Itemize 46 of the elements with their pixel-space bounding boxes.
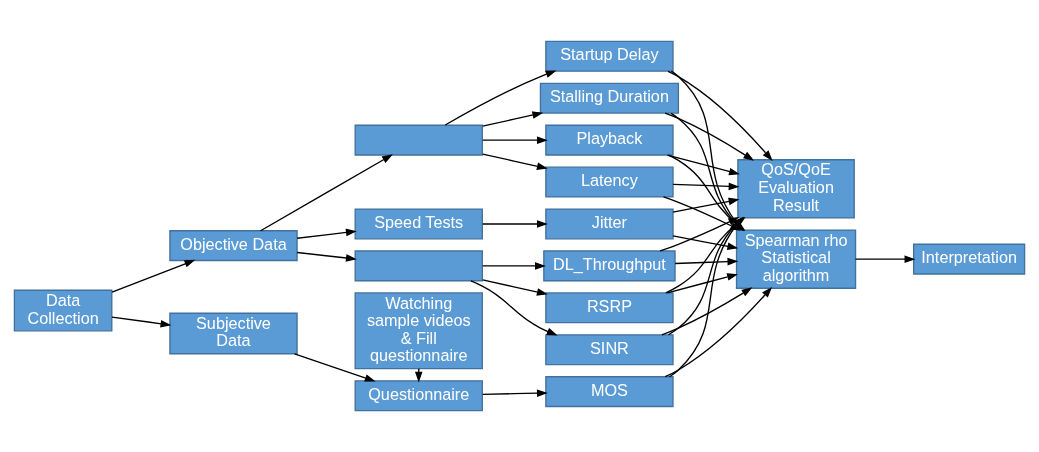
node-box: Subjective Data: [169, 312, 298, 355]
node-box: DL_Throughput: [543, 250, 676, 282]
arrow: [667, 70, 773, 161]
arrow: [296, 228, 357, 239]
arrow: [482, 279, 548, 296]
arrow: [482, 153, 548, 170]
node-box: Stalling Duration: [539, 82, 680, 114]
arrow: [259, 154, 393, 232]
node-box: Watching sample videos & Fill questionnaire: [354, 292, 483, 370]
arrow: [111, 259, 196, 293]
arrow: [482, 111, 544, 127]
node-box: Playback: [545, 124, 674, 156]
node-box: Jitter: [545, 208, 674, 240]
arrow: [666, 273, 738, 294]
node-box: QoS/QoE Evaluation Result: [737, 159, 855, 219]
arrow: [661, 287, 753, 336]
arrow: [444, 70, 557, 126]
arrow: [664, 112, 755, 161]
arrow: [674, 257, 739, 266]
arrow: [482, 262, 546, 270]
arrow: [296, 251, 357, 262]
node-box: Startup Delay: [545, 40, 674, 72]
node-box: Questionnaire: [354, 380, 483, 412]
node-box: [354, 124, 483, 156]
arrow: [664, 286, 773, 378]
arrow: [672, 182, 740, 191]
arrow: [666, 154, 740, 176]
arrow: [854, 255, 916, 263]
node-box: Speed Tests: [354, 208, 483, 240]
arrow: [672, 235, 739, 251]
node-box: MOS: [545, 376, 674, 408]
node-box: SINR: [545, 334, 674, 366]
arrow: [111, 316, 172, 328]
arrow: [482, 136, 548, 144]
arrow: [470, 280, 558, 336]
node-box: Interpretation: [913, 243, 1026, 275]
node-box: [354, 250, 483, 282]
node-box: RSRP: [545, 292, 674, 324]
arrow: [293, 353, 376, 382]
arrow: [482, 220, 548, 228]
node-box: Data Collection: [13, 289, 113, 332]
node-box: Latency: [545, 166, 674, 198]
arrow: [672, 197, 740, 213]
node-box: Spearman rho Statistical algorithm: [735, 229, 857, 289]
node-box: Objective Data: [169, 230, 298, 262]
arrow: [482, 389, 548, 397]
